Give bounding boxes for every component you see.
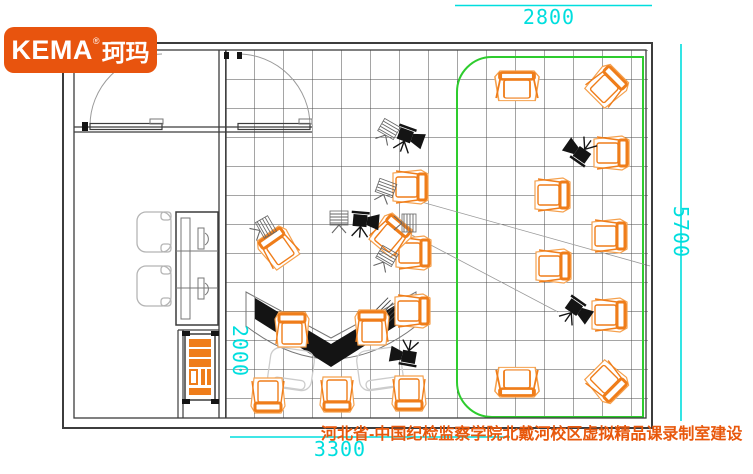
control-console — [175, 211, 219, 326]
logo-brand-text: KEMA — [11, 34, 93, 65]
dimension-lines — [230, 4, 682, 438]
building-walls — [62, 42, 653, 429]
logo-registered-mark: ® — [92, 36, 100, 46]
operator-chair — [136, 265, 172, 307]
presenter-chair — [353, 308, 391, 347]
sight-lines — [399, 195, 651, 313]
presenter-chair — [273, 310, 311, 349]
doors — [82, 52, 313, 131]
green-screen-zone — [456, 56, 644, 418]
door-leaf — [237, 122, 311, 131]
logo-brand-cn: 珂玛 — [101, 39, 150, 67]
dimension-bottom: 3300 — [313, 437, 367, 461]
kema-logo: KEMA ® 珂玛 — [4, 27, 157, 73]
dimension-right: 5700 — [669, 205, 693, 259]
equipment-rack — [182, 331, 219, 404]
studio-grid — [225, 50, 648, 418]
project-title: 河北省-中国纪检监察学院北戴河校区虚拟精品课录制室建设 — [321, 426, 743, 443]
dimension-top: 2800 — [522, 5, 576, 29]
dimension-inner: 2000 — [228, 324, 252, 378]
operator-chair — [136, 211, 172, 253]
door-arc — [237, 53, 311, 127]
door-leaf — [89, 122, 163, 131]
